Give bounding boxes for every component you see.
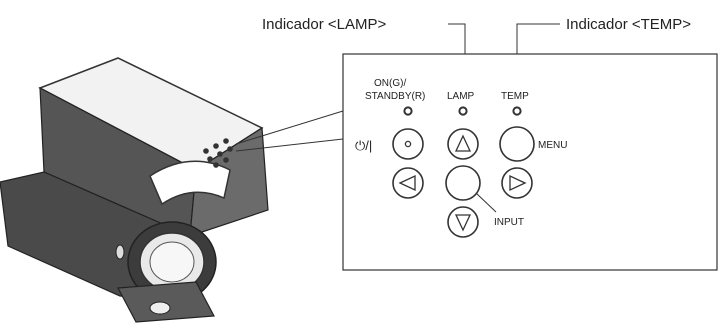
input-leader-line — [475, 192, 497, 213]
power-button[interactable] — [392, 128, 424, 160]
temp-indicator-label: Indicador <TEMP> — [566, 16, 691, 33]
lamp-indicator — [458, 106, 468, 116]
power-symbol-label: ⏻/| — [355, 138, 372, 153]
power-icon — [404, 140, 412, 148]
down-triangle-icon — [454, 214, 472, 232]
right-button[interactable] — [501, 167, 533, 199]
down-button[interactable] — [447, 206, 479, 238]
input-label: INPUT — [494, 217, 524, 228]
up-button[interactable] — [447, 128, 479, 160]
temp-indicator — [512, 106, 522, 116]
control-panel-box — [342, 53, 718, 271]
left-button[interactable] — [392, 167, 424, 199]
input-button[interactable] — [445, 165, 481, 201]
zoom-leader-lines — [235, 110, 344, 152]
lamp-label: LAMP — [447, 91, 475, 102]
projector-illustration — [0, 57, 269, 323]
up-triangle-icon — [454, 134, 472, 152]
menu-label: MENU — [538, 140, 567, 151]
on-standby-label-line1: ON(G)/ — [374, 78, 406, 89]
right-triangle-icon — [509, 174, 527, 192]
left-triangle-icon — [398, 174, 416, 192]
temp-label: TEMP — [501, 91, 529, 102]
lamp-indicator-label: Indicador <LAMP> — [262, 16, 386, 33]
control-button-cluster — [203, 138, 233, 168]
on-standby-indicator — [403, 106, 413, 116]
on-standby-label-line2: STANDBY(R) — [365, 91, 425, 102]
menu-button[interactable] — [499, 126, 535, 162]
